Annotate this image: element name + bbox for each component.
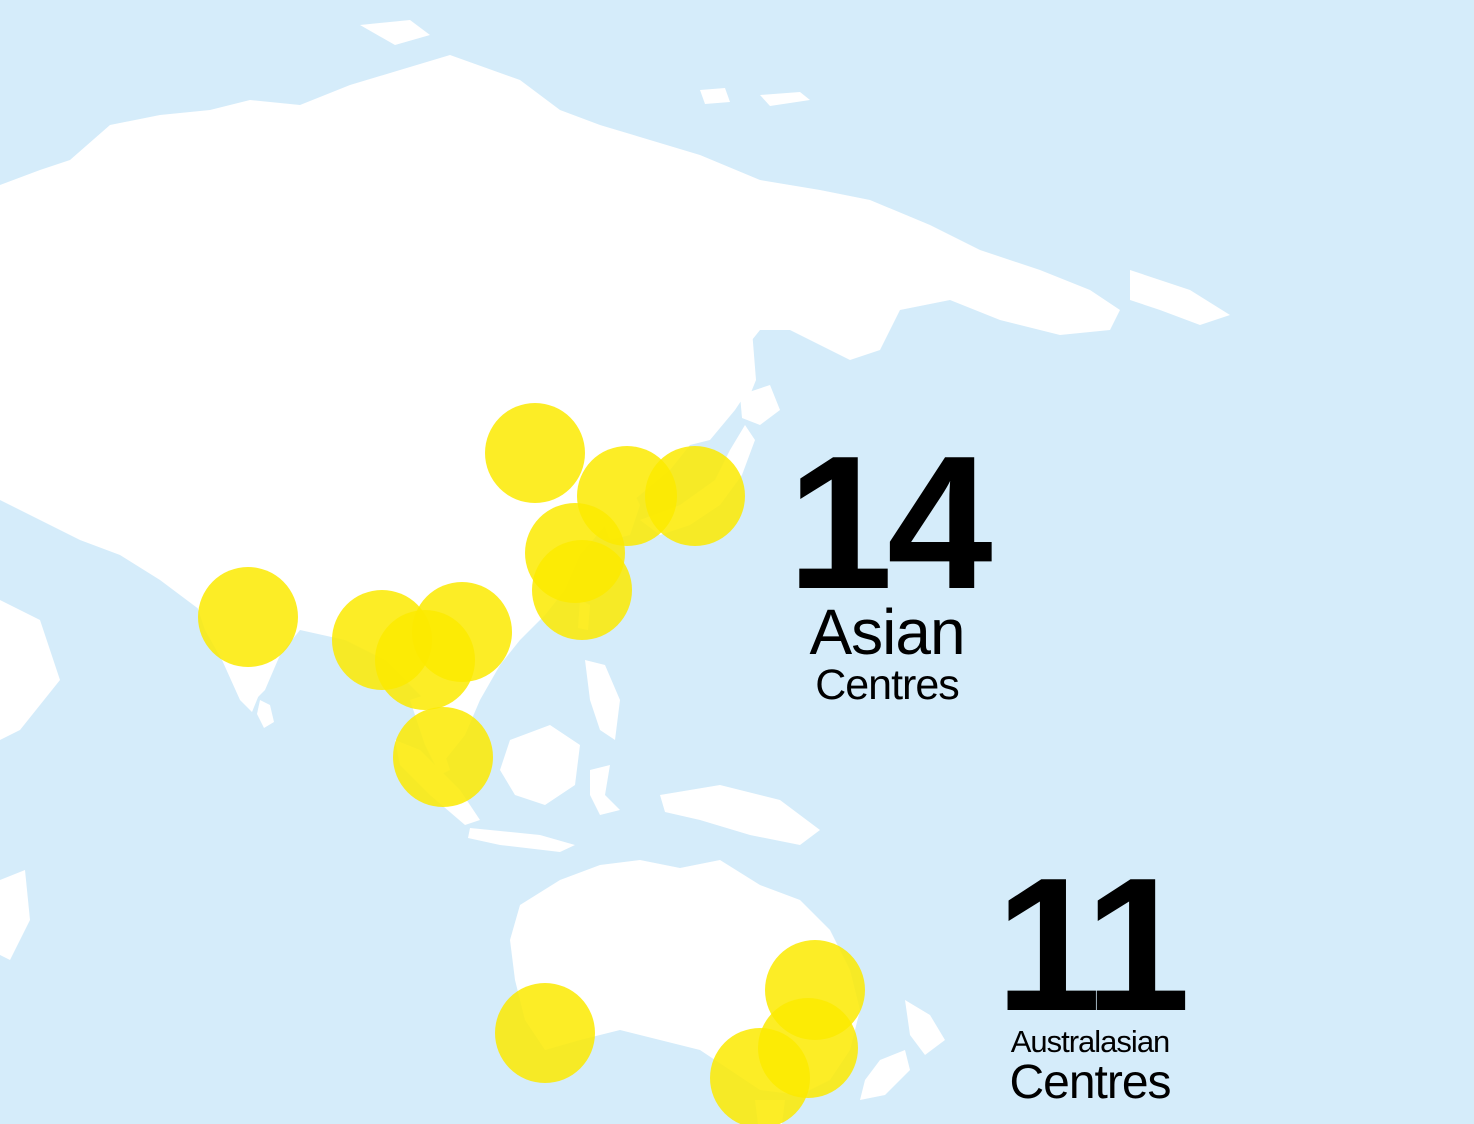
australasian-centres-label-line1: Australasian [1010, 1024, 1171, 1059]
landmass-borneo [500, 725, 580, 805]
landmass-new-guinea [660, 785, 820, 845]
landmass-sulawesi [590, 765, 620, 815]
landmass-arctic-island [360, 20, 430, 45]
centre-marker [393, 707, 493, 807]
landmass-philippines [585, 660, 620, 740]
asian-centres-count: 14 [787, 417, 992, 629]
landmass-arabia [0, 600, 60, 740]
australasian-centres-stat: 11 Australasian Centres [980, 839, 1200, 1109]
landmass-arctic-island [760, 92, 810, 106]
landmass-madagascar [0, 870, 30, 960]
centre-marker [198, 567, 298, 667]
australasian-centres-label-line2: Centres [1009, 1056, 1171, 1109]
landmass-alaska [1130, 270, 1230, 325]
landmass-java [468, 828, 575, 852]
centre-marker [375, 610, 475, 710]
landmass-sakhalin [740, 330, 756, 400]
landmass-sri-lanka [257, 700, 274, 728]
australasian-centres-count: 11 [995, 839, 1191, 1051]
centre-marker [485, 403, 585, 503]
landmass-new-zealand-south [860, 1050, 910, 1100]
centre-marker [495, 983, 595, 1083]
asian-centres-label-line2: Centres [815, 661, 960, 709]
landmass-arctic-island [700, 88, 730, 104]
centre-markers [198, 403, 865, 1124]
centre-marker [645, 446, 745, 546]
landmass-new-zealand-north [905, 1000, 945, 1055]
asian-centres-stat: 14 Asian Centres [772, 417, 1002, 709]
asian-centres-label-line1: Asian [809, 596, 965, 668]
centre-marker [710, 1028, 810, 1124]
centre-marker [532, 540, 632, 640]
